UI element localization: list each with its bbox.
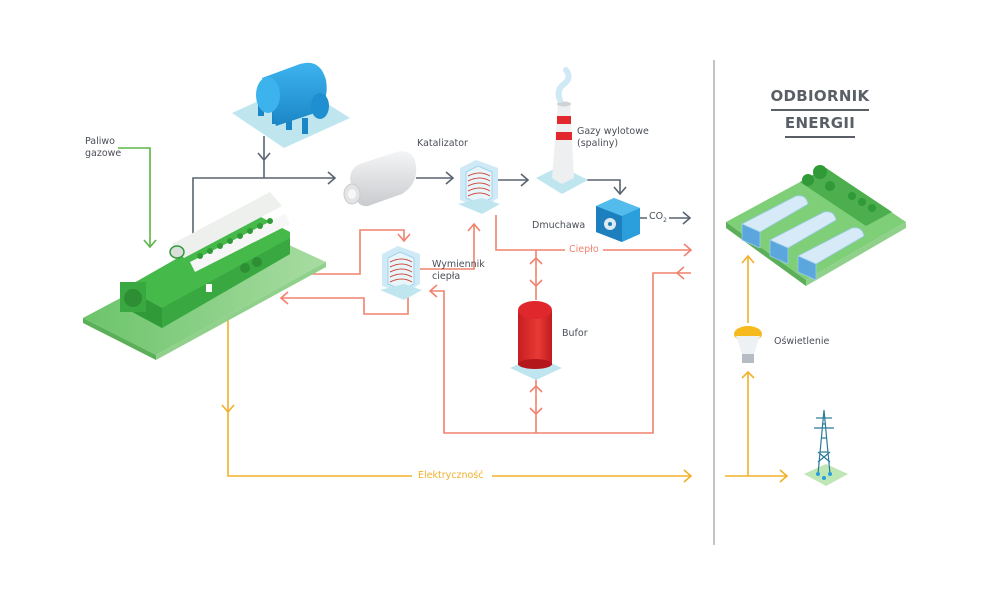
lamp-illustration [734,326,762,363]
heat-exchanger-label: Wymiennik ciepła [432,259,485,283]
blower-label: Dmuchawa [532,220,586,231]
lighting-label: Oświetlenie [774,336,830,347]
electricity-label: Elektryczność [414,470,488,482]
co2-text: CO [649,211,664,222]
gas-engine-illustration [83,192,326,360]
exhaust-label-line-1: Gazy wylotowe [577,126,649,137]
exhaust-label-line-2: (spaliny) [577,138,619,149]
catalyst-label: Katalizator [417,138,468,149]
heat-exchanger-label-line-2: ciepła [432,271,461,282]
exhaust-label: Gazy wylotowe (spaliny) [577,126,649,150]
exhaust-lines [192,136,692,246]
greenhouses-illustration [726,165,906,286]
chimney-illustration [536,67,588,194]
blower-illustration [596,198,640,242]
heat-lines [279,215,693,434]
tree-group [802,165,876,212]
fuel-tank-illustration [232,62,350,148]
electricity-lines [221,254,789,483]
gas-fuel-line [118,147,157,249]
buffer-label: Bufor [562,328,588,339]
co2-subscript: 2 [663,216,667,224]
fuel-label-line-2: gazowe [85,148,122,159]
fuel-label-line-1: Paliwo [85,136,115,147]
title-line-2: ENERGII [784,111,856,138]
heat-exchanger-label-line-1: Wymiennik [432,259,485,270]
heat-label: Ciepło [565,244,603,256]
title-line-1: ODBIORNIK [770,84,870,111]
buffer-tank-illustration [510,301,562,380]
exhaust-heat-exchanger-illustration [458,160,500,214]
power-pylon-illustration [804,409,848,486]
energy-receiver-title: ODBIORNIK ENERGII [740,84,900,138]
co2-label: CO2 [647,211,669,227]
fuel-label: Paliwo gazowe [85,136,121,160]
heat-exchanger-illustration [380,246,422,300]
greenhouse [741,195,865,281]
catalyst-illustration [343,151,417,207]
